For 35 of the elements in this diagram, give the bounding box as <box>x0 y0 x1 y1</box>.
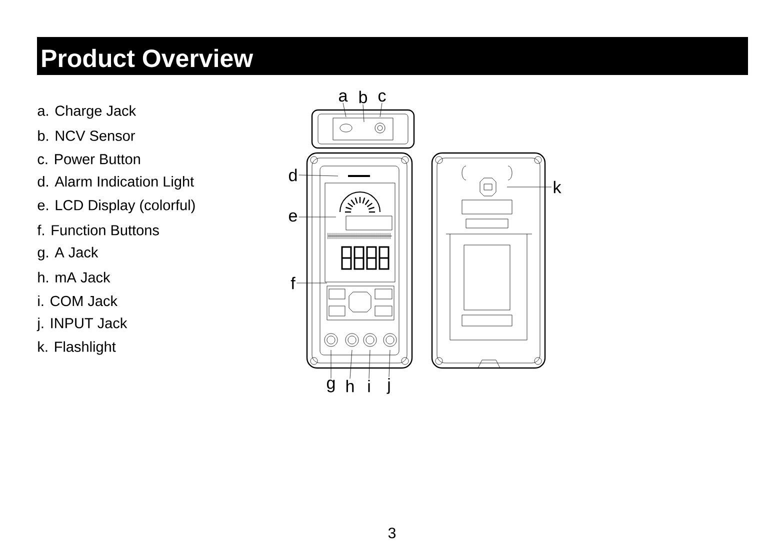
callout-letter: c <box>378 92 386 102</box>
list-item: a. Charge Jack <box>38 105 136 119</box>
leader-line <box>388 350 390 378</box>
callout-letter: f <box>290 276 296 290</box>
list-item: i. COM Jack <box>38 295 118 306</box>
callout-letter: d <box>289 168 297 182</box>
leader-line <box>506 186 552 188</box>
callout-letter: a <box>339 92 348 102</box>
leader-line <box>296 282 328 284</box>
list-item: g. A Jack <box>38 246 98 260</box>
callout-letter: k <box>554 180 562 194</box>
list-item: e. LCD Display (colorful) <box>38 200 195 214</box>
callout-letter: j <box>386 378 390 394</box>
callout-letter: h <box>346 380 354 392</box>
list-item: d. Alarm Indication Light <box>38 176 194 190</box>
list-item: f. Function Buttons <box>37 224 159 236</box>
list-item: c. Power Button <box>38 154 140 164</box>
leader-line <box>298 174 338 176</box>
callout-letter: g <box>327 380 335 392</box>
leader-line <box>380 102 382 118</box>
list-item: k. Flashlight <box>38 341 116 355</box>
title-band: Product Overview <box>37 37 748 75</box>
callout-letter: b <box>359 90 368 104</box>
list-item: j. INPUT Jack <box>36 318 128 332</box>
list-item: h. mA Jack <box>38 272 110 283</box>
callout-letter: i <box>368 380 370 392</box>
leader-line <box>350 350 352 379</box>
list-item: b. NCV Sensor <box>38 130 135 141</box>
leader-line <box>368 350 370 379</box>
page-number: 3 <box>388 528 396 538</box>
callout-letter: e <box>289 212 297 222</box>
leader-line <box>342 102 346 118</box>
leader-line <box>330 350 332 379</box>
leader-line <box>362 104 364 122</box>
leader-line <box>298 216 336 218</box>
